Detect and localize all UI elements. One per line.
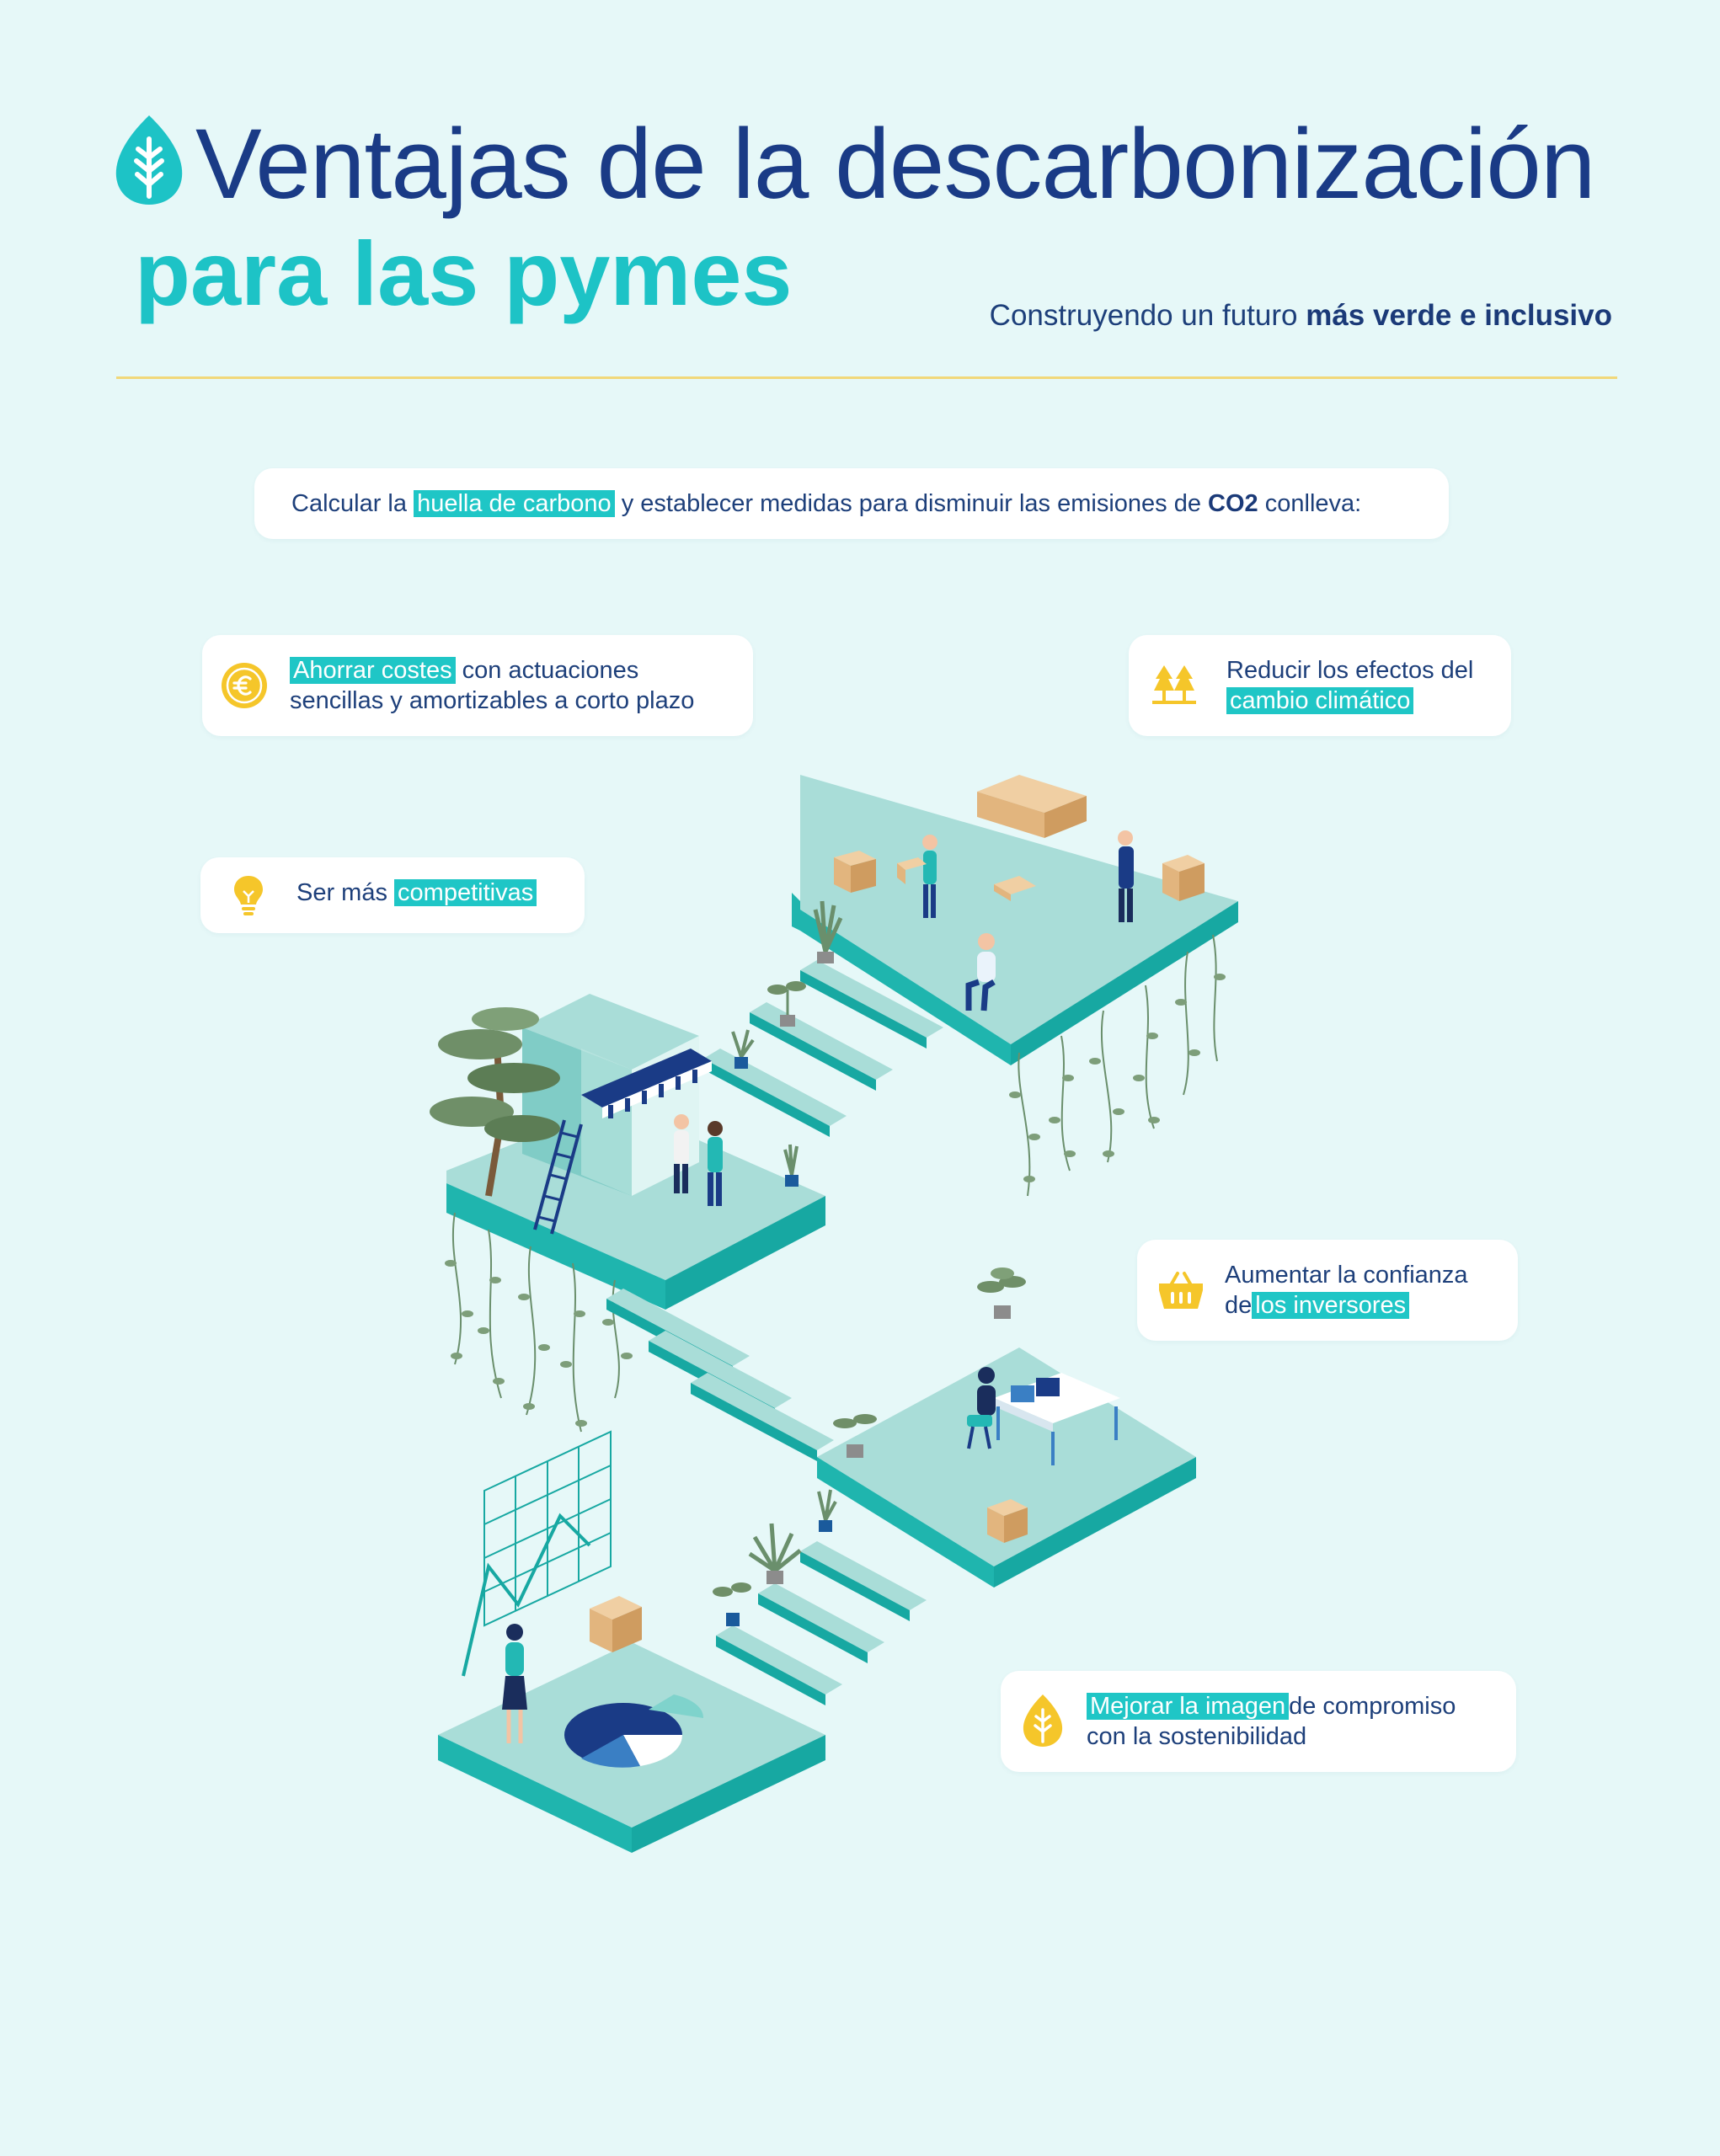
hanging-vines-left bbox=[451, 1212, 620, 1433]
office-platform bbox=[817, 1348, 1196, 1588]
benefit-competitive-text: Ser más competitivas bbox=[296, 878, 537, 908]
benefit-card-save-costs: Ahorrar costes con actuaciones sencillas… bbox=[202, 635, 753, 736]
lower-stairs bbox=[716, 1541, 927, 1705]
benefit-climate-line1: Reducir los efectos del bbox=[1226, 657, 1474, 684]
header-divider bbox=[116, 376, 1617, 379]
lightbulb-icon bbox=[234, 876, 263, 915]
intro-co2: CO2 bbox=[1208, 490, 1258, 517]
potted-plants bbox=[713, 900, 1026, 1626]
upper-stairs bbox=[703, 960, 943, 1137]
benefit-investors-highlight: los inversores bbox=[1252, 1292, 1410, 1319]
benefit-competitive-prefix: Ser más bbox=[296, 879, 387, 906]
benefit-image-line2: con la sostenibilidad bbox=[1087, 1723, 1307, 1750]
benefit-investors-prefix: de bbox=[1225, 1292, 1253, 1319]
intro-part-1: Calcular la bbox=[291, 490, 407, 517]
benefit-competitive-highlight: competitivas bbox=[394, 879, 537, 906]
benefit-card-competitive: Ser más competitivas bbox=[200, 857, 585, 933]
intro-part-2: y establecer medidas para disminuir las … bbox=[621, 490, 1201, 517]
leaf-logo-icon bbox=[115, 115, 183, 205]
leaf-badge-icon bbox=[1023, 1694, 1063, 1747]
analytics-platform bbox=[438, 1430, 825, 1853]
trees-icon bbox=[1152, 665, 1196, 704]
benefit-save-costs-text: Ahorrar costes con actuaciones sencillas… bbox=[290, 655, 694, 716]
shopping-basket-icon bbox=[1159, 1272, 1203, 1309]
page-title-line-1: Ventajas de la descarbonización bbox=[195, 109, 1596, 220]
subtitle-emphasis: más verde e inclusivo bbox=[1306, 299, 1612, 332]
benefit-climate-highlight: cambio climático bbox=[1226, 687, 1414, 714]
euro-coin-icon bbox=[222, 663, 267, 708]
benefit-save-costs-highlight: Ahorrar costes bbox=[290, 657, 456, 684]
benefit-save-costs-line2: sencillas y amortizables a corto plazo bbox=[290, 687, 695, 714]
isometric-illustration bbox=[430, 775, 1238, 1853]
intro-highlight-carbon-footprint: huella de carbono bbox=[414, 490, 615, 517]
intro-part-3: conlleva: bbox=[1264, 490, 1362, 517]
middle-stairs bbox=[606, 1289, 834, 1461]
benefit-investors-line1: Aumentar la confianza bbox=[1225, 1262, 1468, 1289]
vine-leaves-right bbox=[1009, 974, 1226, 1182]
page-title-line-2: para las pymes bbox=[135, 222, 793, 324]
warehouse-platform bbox=[792, 775, 1238, 1065]
shop-platform bbox=[430, 994, 825, 1310]
page-subtitle: Construyendo un futuro más verde e inclu… bbox=[990, 295, 1612, 337]
benefit-image-line1: de compromiso bbox=[1289, 1693, 1456, 1720]
intro-card: Calcular la huella de carbono y establec… bbox=[254, 468, 1449, 539]
subtitle-prefix: Construyendo un futuro bbox=[989, 299, 1298, 332]
benefit-save-costs-line1: con actuaciones bbox=[462, 657, 639, 684]
benefit-climate-text: Reducir los efectos del cambio climático bbox=[1226, 655, 1473, 716]
benefit-card-climate: Reducir los efectos del cambio climático bbox=[1129, 635, 1511, 736]
vine-leaves-left bbox=[445, 1260, 633, 1427]
benefit-image-highlight: Mejorar la imagen bbox=[1087, 1693, 1290, 1720]
intro-text: Calcular la huella de carbono y establec… bbox=[291, 487, 1361, 520]
